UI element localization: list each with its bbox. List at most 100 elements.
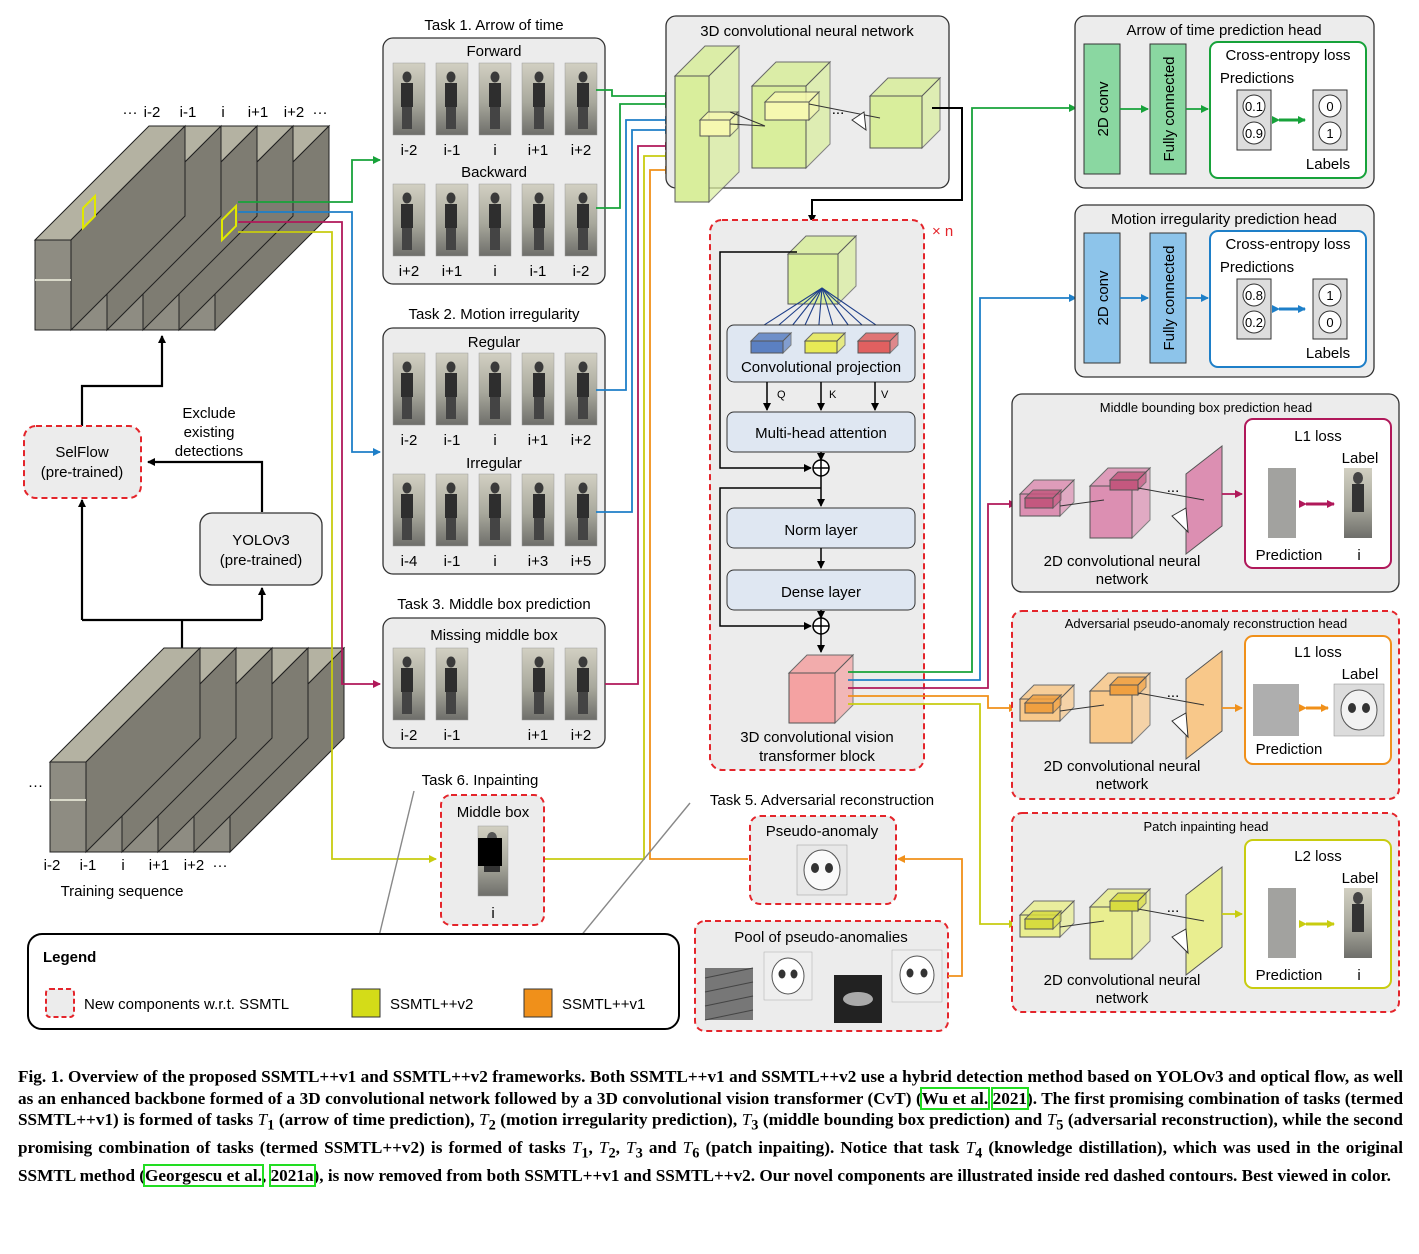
frame-index-label: i+1 (528, 142, 548, 159)
cnn-to-cvt-arrow (808, 107, 963, 223)
frame-index-label: i-2 (401, 432, 418, 449)
frame-index-label: i+1 (442, 263, 462, 280)
yolo-title: YOLOv3 (232, 532, 290, 549)
pool-to-pseudo-arrow (897, 855, 963, 977)
seq-label: i-1 (180, 104, 197, 121)
frame-index-label: i+2 (571, 142, 591, 159)
svg-text:...: ... (1167, 684, 1180, 701)
mi-head-title: Motion irregularity prediction head (1111, 211, 1337, 228)
frame-index-label: i+2 (571, 727, 591, 744)
frame-index-label: i-2 (573, 263, 590, 280)
svg-text:0: 0 (1326, 315, 1333, 330)
aot-predictions: Predictions (1220, 70, 1294, 87)
k-projection-block (804, 340, 838, 354)
svg-text:Prediction: Prediction (1256, 547, 1323, 564)
training-sequence-caption: Training sequence (61, 883, 184, 900)
bottom-index-labels: ··· i-2 i-1 i i+1 i+2 ··· Training seque… (28, 777, 228, 900)
yolo-box: YOLOv3 (pre-trained) (199, 512, 323, 586)
cvt-block: × n Convolutional projection Q K V Multi… (709, 219, 953, 771)
frame-index-label: i+2 (399, 263, 419, 280)
svg-text:existing: existing (184, 424, 235, 441)
pseudo-anomaly-box: Pseudo-anomaly (749, 815, 897, 905)
svg-text:detections: detections (175, 443, 243, 460)
frame-index-label: i-1 (444, 432, 461, 449)
mi-fc-label: Fully connected (1161, 245, 1178, 350)
citation-link[interactable]: 2021 (990, 1086, 1030, 1110)
citation-link[interactable]: 2021a (268, 1164, 316, 1188)
frame-index-label: i-2 (401, 142, 418, 159)
routing-lines (238, 156, 437, 863)
cvt-to-heads-lines (848, 104, 1077, 928)
seq-label: i (221, 104, 224, 121)
q-projection-block (750, 340, 784, 354)
inp-head-title: Patch inpainting head (1143, 819, 1268, 834)
inpainting-mask (478, 838, 502, 866)
task1-backward-label: Backward (461, 164, 527, 181)
cnn3d-panel: 3D convolutional neural network ... (665, 15, 950, 204)
task6-title: Task 6. Inpainting (422, 772, 539, 789)
pseudo-anomaly-label: Pseudo-anomaly (766, 823, 879, 840)
seq-ellipsis-right: ··· (313, 104, 328, 121)
frame-stack-top (33, 124, 331, 332)
svg-text:...: ... (1167, 899, 1180, 916)
aot-head-title: Arrow of time prediction head (1126, 22, 1321, 39)
exclude-label: Exclude existing detections (175, 405, 243, 460)
selflow-box: SelFlow (pre-trained) (23, 425, 142, 499)
selflow-title: SelFlow (55, 444, 109, 461)
mi-loss: Cross-entropy loss (1225, 236, 1350, 253)
framework-diagram: ··· i-2 i-1 i i+1 i+2 ··· SelFlow (pre-t… (23, 15, 1400, 1032)
v-projection-block (857, 340, 891, 354)
mbb-prediction-image (1268, 468, 1296, 538)
legend-new-label: New components w.r.t. SSMTL (84, 996, 289, 1013)
seq-ellipsis: ··· (28, 777, 43, 794)
frame-index-label: i+1 (528, 727, 548, 744)
svg-text:i-2: i-2 (44, 857, 61, 874)
task6-label: i (491, 905, 494, 922)
legend-title: Legend (43, 949, 96, 966)
conv-projection-label: Convolutional projection (741, 359, 901, 376)
head-conv-layer (1089, 485, 1133, 539)
aot-labels: Labels (1306, 156, 1350, 173)
k-label: K (829, 389, 837, 401)
head-conv-layer (1089, 906, 1133, 960)
aot-head: Arrow of time prediction head 2D conv Fu… (1074, 15, 1375, 189)
svg-text:network: network (1096, 776, 1149, 793)
task6-box-title: Middle box (457, 804, 530, 821)
legend-v1-label: SSMTL++v1 (562, 996, 645, 1013)
task3-subtitle: Missing middle box (430, 627, 558, 644)
mi-labels: Labels (1306, 345, 1350, 362)
v-label: V (881, 389, 889, 401)
kernel-cube (1109, 479, 1139, 491)
cvt-times-n: × n (932, 223, 953, 240)
kernel-cube (699, 119, 731, 137)
frame-index-label: i-2 (401, 727, 418, 744)
mi-head: Motion irregularity prediction head 2D c… (1074, 204, 1375, 378)
frame-index-label: i-4 (401, 553, 418, 570)
citation-link[interactable]: Georgescu et al. (143, 1164, 264, 1188)
seq-label: i-2 (144, 104, 161, 121)
citation-link[interactable]: Wu et al. (919, 1086, 991, 1110)
kernel-cube (1024, 497, 1054, 509)
figure-caption: Fig. 1. Overview of the proposed SSMTL++… (18, 1067, 1404, 1188)
svg-text:2D convolutional neural: 2D convolutional neural (1044, 758, 1201, 775)
task5-title: Task 5. Adversarial reconstruction (710, 792, 934, 809)
frame-index-label: i+3 (528, 553, 548, 570)
pool-texture-image (705, 968, 753, 1020)
svg-text:i+2: i+2 (184, 857, 204, 874)
frame-index-label: i+1 (528, 432, 548, 449)
seq-ellipsis-left: ··· (123, 104, 138, 121)
adv-head-title: Adversarial pseudo-anomaly reconstructio… (1065, 616, 1348, 631)
svg-text:0.1: 0.1 (1245, 99, 1263, 114)
svg-text:i: i (121, 857, 124, 874)
svg-text:1: 1 (1326, 288, 1333, 303)
svg-text:network: network (1096, 990, 1149, 1007)
svg-text:···: ··· (213, 857, 228, 874)
frame-index-label: i (493, 263, 496, 280)
svg-text:0.2: 0.2 (1245, 315, 1263, 330)
mi-conv-label: 2D conv (1095, 270, 1112, 326)
svg-text:2D convolutional neural: 2D convolutional neural (1044, 553, 1201, 570)
inp-loss: L2 loss (1294, 848, 1342, 865)
task2-regular-label: Regular (468, 334, 521, 351)
detection-arrows (78, 335, 266, 648)
top-index-labels: ··· i-2 i-1 i i+1 i+2 ··· (123, 104, 328, 121)
